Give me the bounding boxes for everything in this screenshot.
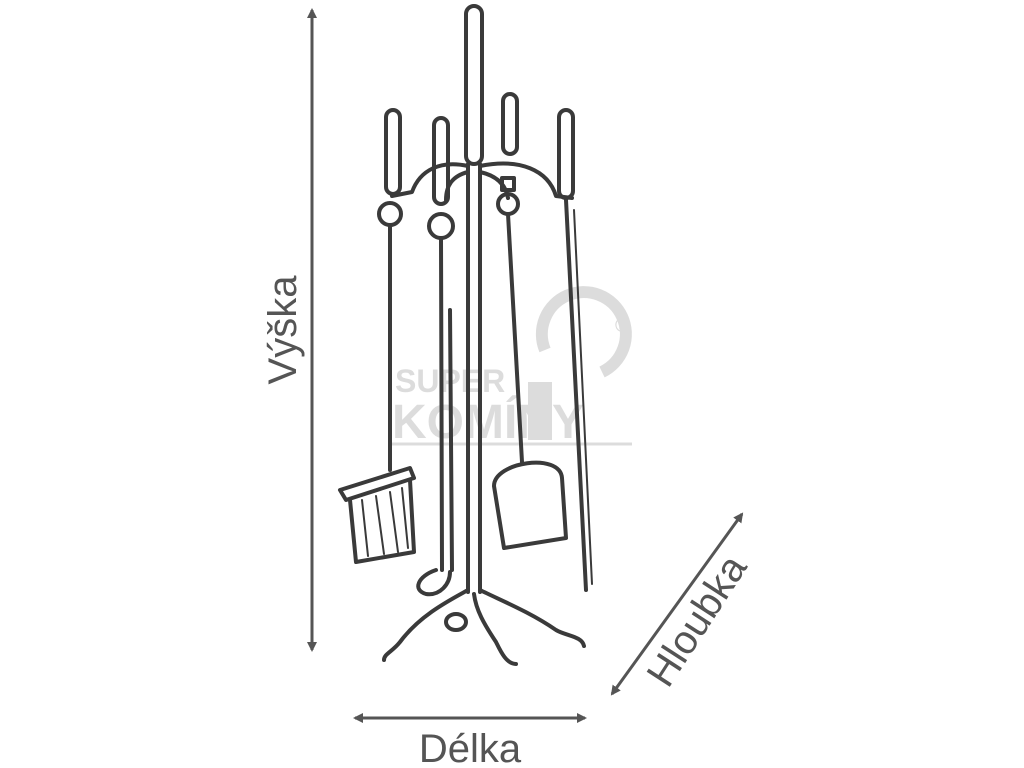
depth-arrow bbox=[610, 512, 744, 696]
stand-top-finial bbox=[464, 4, 484, 166]
shovel-tool bbox=[492, 92, 568, 550]
poker-rod bbox=[564, 198, 588, 592]
poker-handle bbox=[557, 108, 575, 200]
tongs-tool bbox=[416, 116, 455, 597]
watermark-line2: KOMÍNY bbox=[392, 395, 584, 449]
brush-tool bbox=[338, 108, 416, 564]
poker-rod-edge bbox=[573, 209, 593, 585]
shovel-bracket bbox=[500, 176, 516, 192]
depth-label: Hloubka bbox=[639, 547, 756, 695]
length-label: Délka bbox=[419, 727, 522, 768]
brush-hook bbox=[377, 201, 403, 227]
height-label: Výška bbox=[261, 275, 305, 385]
shovel-blade bbox=[492, 460, 568, 550]
brush-head bbox=[338, 466, 416, 502]
shovel-rod bbox=[506, 212, 524, 464]
dimension-arrows bbox=[307, 7, 744, 723]
tongs-jaw bbox=[416, 568, 452, 597]
poker-tool bbox=[557, 108, 593, 592]
watermark-chimney-icon bbox=[528, 382, 552, 440]
brush-bristles bbox=[348, 478, 416, 564]
shovel-handle bbox=[501, 92, 519, 156]
base-leg-right bbox=[478, 588, 586, 648]
base-leg-left bbox=[382, 588, 470, 662]
base-leg-front bbox=[472, 592, 518, 666]
tongs-rod bbox=[439, 236, 444, 572]
tongs-rod-second bbox=[448, 308, 454, 572]
tongs-handle bbox=[432, 116, 450, 206]
hanger-arm-left bbox=[390, 162, 470, 198]
watermark-logo-arc bbox=[535, 286, 632, 378]
brush-handle bbox=[384, 108, 402, 196]
hanger-arm-right bbox=[478, 161, 574, 200]
base-leg-back bbox=[444, 612, 468, 632]
watermark-registered: ® bbox=[615, 315, 630, 337]
tool-stand bbox=[338, 4, 593, 666]
tongs-hook bbox=[427, 212, 455, 240]
